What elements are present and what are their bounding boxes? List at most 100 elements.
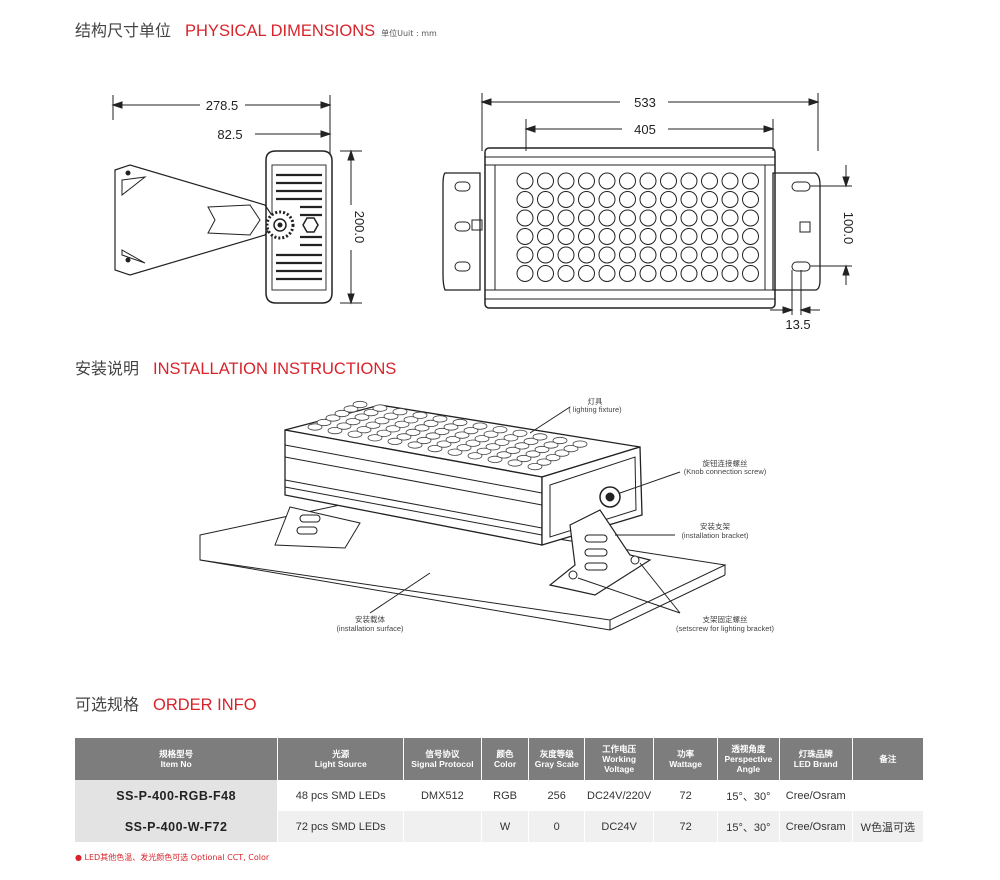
label-surface-cn: 安装载体: [355, 614, 385, 624]
iso-led-lens: [367, 434, 383, 442]
column-header-cn: 信号协议: [425, 749, 460, 759]
led-lens: [537, 191, 554, 208]
iso-led-lens: [492, 426, 508, 434]
iso-led-lens: [516, 454, 532, 463]
column-header-en: Light Source: [314, 759, 367, 769]
iso-led-lens: [485, 443, 501, 451]
iso-led-lens: [365, 421, 381, 429]
table-cell: 48 pcs SMD LEDs: [277, 780, 405, 811]
led-lens: [742, 246, 759, 264]
iso-led-lens: [394, 420, 410, 428]
iso-led-lens: [427, 444, 443, 453]
iso-led-lens: [467, 452, 483, 460]
table-cell: [852, 780, 925, 811]
iso-led-lens: [534, 445, 550, 454]
iso-led-lens: [507, 459, 523, 467]
led-lens: [516, 228, 534, 245]
table-cell: 72: [653, 780, 718, 811]
table-cell: 15°、30°: [717, 811, 780, 842]
iso-led-lens: [572, 440, 588, 448]
led-lens: [721, 191, 739, 208]
iso-led-lens: [387, 437, 403, 446]
iso-led-lens: [454, 431, 470, 439]
column-header: 备注: [852, 738, 925, 780]
iso-led-lens: [363, 408, 379, 417]
column-header-cn: 光源: [332, 749, 350, 759]
label-setscrew-en: (setscrew for lighting bracket): [676, 624, 774, 633]
iso-led-lens: [425, 432, 441, 440]
led-lens: [619, 246, 636, 264]
iso-led-lens: [443, 423, 459, 431]
table-cell: 72 pcs SMD LEDs: [277, 811, 405, 842]
iso-led-lens: [325, 414, 341, 422]
table-cell: Cree/Osram: [779, 811, 853, 842]
iso-led-lens: [554, 449, 570, 457]
iso-led-lens: [407, 441, 423, 449]
iso-led-lens: [432, 415, 448, 423]
column-header-en: Signal Protocol: [411, 759, 474, 769]
led-lens: [578, 228, 595, 245]
led-lens: [639, 228, 657, 245]
dim-front-overall: 533: [634, 95, 656, 110]
led-lens: [742, 209, 759, 227]
dimensions-title-en: PHYSICAL DIMENSIONS: [185, 22, 376, 40]
iso-led-lens: [347, 430, 363, 438]
label-setscrew-cn: 支架固定螺丝: [703, 614, 748, 624]
order-note: ● LED其他色温、发光颜色可选 Optional CCT, Color: [75, 853, 270, 862]
dim-side-offset: 82.5: [217, 127, 242, 142]
installation-title-en: INSTALLATION INSTRUCTIONS: [153, 360, 397, 378]
led-lens: [557, 172, 575, 190]
led-lens: [680, 228, 698, 245]
led-lens: [701, 172, 718, 190]
led-lens: [516, 209, 534, 227]
iso-led-lens: [374, 417, 390, 425]
iso-led-lens: [423, 419, 439, 428]
table-cell: SS-P-400-W-F72: [75, 811, 279, 842]
led-lens: [742, 172, 759, 190]
label-fixture-en: ( lighting fixture): [568, 405, 622, 414]
led-lens: [701, 191, 718, 208]
led-lens: [619, 228, 636, 245]
installation-title: 安装说明 INSTALLATION INSTRUCTIONS: [75, 355, 396, 379]
column-header-en: Item No: [160, 759, 192, 769]
column-header-en: Gray Scale: [534, 759, 579, 769]
iso-led-lens: [403, 416, 419, 424]
dim-hole-spacing: 100.0: [841, 212, 856, 245]
led-grid: [516, 172, 759, 282]
iso-led-lens: [447, 448, 463, 456]
side-view-drawing: 278.5 82.5 200.0: [111, 95, 367, 305]
iso-led-lens: [334, 409, 350, 418]
led-lens: [680, 246, 698, 264]
iso-led-lens: [472, 422, 488, 430]
led-lens: [721, 246, 739, 264]
led-lens: [660, 228, 677, 245]
table-cell: DMX512: [403, 780, 482, 811]
installation-title-cn: 安装说明: [75, 359, 140, 378]
column-header-cn: 工作电压: [602, 744, 637, 754]
led-lens: [660, 172, 677, 190]
iso-led-lens: [494, 438, 510, 446]
front-view-drawing: 533 405 100.0 13.5: [442, 93, 856, 332]
led-lens: [721, 209, 739, 227]
iso-led-lens: [416, 436, 432, 445]
led-lens: [721, 265, 739, 282]
iso-led-lens: [356, 426, 372, 434]
dim-side-height: 200.0: [352, 211, 367, 244]
iso-led-lens: [532, 433, 548, 441]
column-header-cn: 灯珠品牌: [798, 749, 833, 759]
iso-led-lens: [552, 436, 568, 445]
column-header-cn: 备注: [879, 754, 897, 764]
column-header-cn: 透视角度: [731, 744, 766, 754]
led-lens: [516, 191, 534, 208]
iso-led-lens: [545, 454, 561, 462]
iso-led-lens: [336, 422, 352, 430]
led-lens: [742, 228, 759, 245]
table-cell: SS-P-400-RGB-F48: [75, 780, 279, 811]
iso-led-lens: [445, 435, 461, 444]
led-lens: [557, 265, 575, 282]
